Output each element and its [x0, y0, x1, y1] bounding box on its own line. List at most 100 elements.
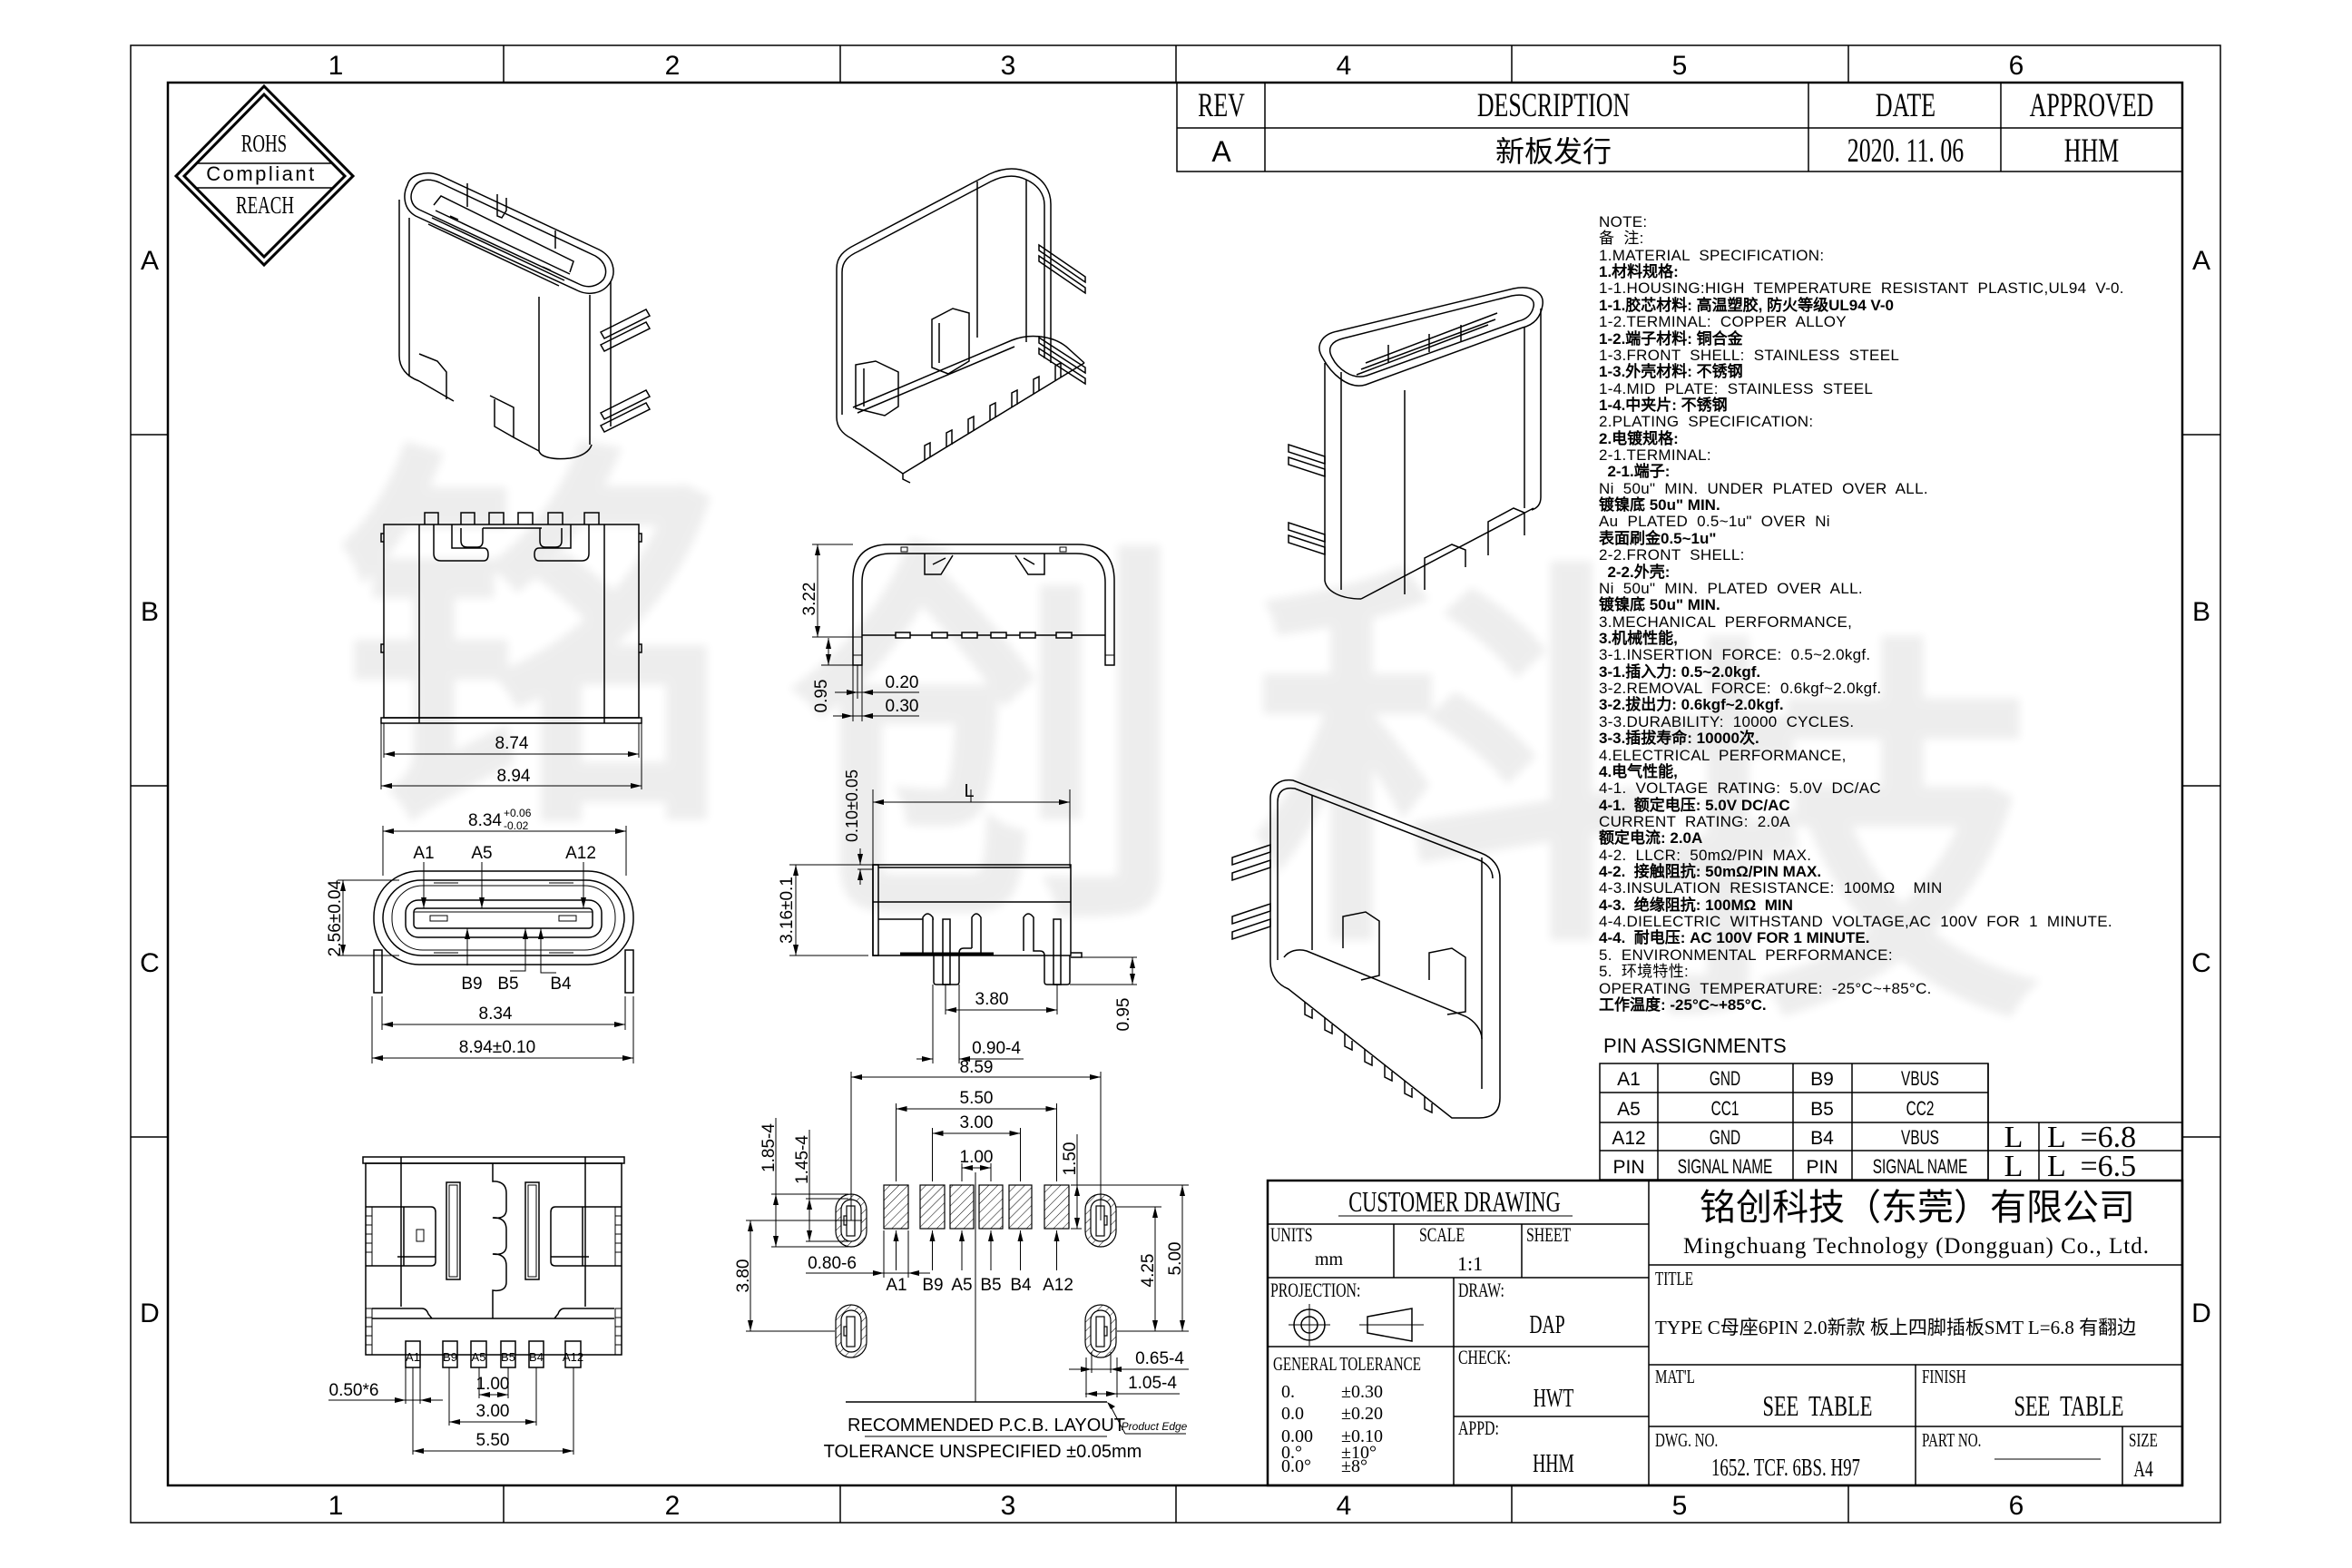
compliant-label: Compliant — [206, 162, 317, 185]
draw-value: DAP — [1529, 1311, 1564, 1339]
pad-label: A5 — [951, 1276, 972, 1295]
note-line: 2.PLATING SPECIFICATION: — [1599, 413, 1814, 431]
dim-inner-width: 8.74 — [495, 734, 529, 753]
pin-label-a5: A5 — [471, 844, 492, 863]
bottom-view: A1 B9 A5 B5 B4 A12 0.50*6 1.00 3.00 5.50 — [328, 1156, 625, 1455]
description-header: DESCRIPTION — [1477, 87, 1630, 124]
scale-value: 1:1 — [1457, 1252, 1483, 1275]
pin-table-title: PIN ASSIGNMENTS — [1603, 1034, 1787, 1057]
note-line: 2-1.TERMINAL: — [1599, 446, 1711, 465]
finish-value: SEE TABLE — [2014, 1389, 2124, 1422]
note-line: Au PLATED 0.5~1u" OVER Ni — [1599, 513, 1830, 531]
part-no-label: PART NO. — [1922, 1430, 1981, 1451]
note-line: 2-2.外壳: — [1599, 563, 1671, 581]
note-line: 3-2.拔出力: 0.6kgf~2.0kgf. — [1599, 696, 1784, 714]
note-line: 4-3. 绝缘阻抗: 100MΩ MIN — [1599, 896, 1793, 914]
dim-overall-pitch: 8.59 — [960, 1058, 994, 1077]
appd-label: APPD: — [1458, 1418, 1499, 1440]
tolerance-value: ±0.20 — [1341, 1404, 1383, 1424]
note-line: 3.机械性能, — [1599, 629, 1678, 647]
note-line: OPERATING TEMPERATURE: -25°C~+85°C. — [1599, 979, 1932, 997]
note-line: 4-1. VOLTAGE RATING: 5.0V DC/AC — [1599, 779, 1881, 798]
dim-leg-width: 0.90-4 — [972, 1039, 1021, 1058]
signal-header: SIGNAL NAME — [1678, 1156, 1773, 1178]
sheet-label: SHEET — [1526, 1225, 1571, 1247]
pcb-pad — [1044, 1184, 1070, 1230]
note-line: 3-3.DURABILITY: 10000 CYCLES. — [1599, 712, 1855, 730]
pad-label: B9 — [922, 1276, 943, 1295]
dim-slot-outer-width: 1.05-4 — [1128, 1374, 1177, 1393]
pad-label: B5 — [980, 1276, 1001, 1295]
note-line: 1-3.外壳材料: 不锈钢 — [1599, 363, 1743, 381]
tolerance-format: 0.0° — [1281, 1456, 1311, 1476]
drawing-type: CUSTOMER DRAWING — [1348, 1185, 1561, 1218]
dim-body-height: 3.16±0.1 — [778, 877, 797, 944]
date-header: DATE — [1876, 87, 1936, 124]
zone-row-label: A — [141, 246, 159, 276]
dim-shell-width: 8.34 — [468, 811, 502, 830]
pin-cell: B9 — [1810, 1069, 1834, 1090]
approved-value: HHM — [2064, 132, 2119, 170]
title-label: TITLE — [1655, 1269, 1693, 1289]
pad-label: A1 — [886, 1276, 906, 1295]
pin-cell: B4 — [1810, 1128, 1834, 1149]
note-line: 工作温度: -25°C~+85°C. — [1599, 995, 1767, 1014]
pcb-pad — [919, 1184, 946, 1230]
dim-shell-width-tol-minus: -0.02 — [504, 819, 529, 832]
note-line: 4-1. 额定电压: 5.0V DC/AC — [1599, 796, 1790, 814]
dim-slot-outer-length: 1.85-4 — [760, 1123, 779, 1172]
dim-center-pad-pitch: 1.00 — [960, 1148, 994, 1167]
reach-label: REACH — [236, 192, 294, 220]
pin-label: B9 — [443, 1350, 457, 1364]
note-line: 1-4.中夹片: 不锈钢 — [1599, 396, 1728, 414]
pin-label-b9: B9 — [461, 975, 482, 994]
appd-value: HHM — [1533, 1450, 1574, 1478]
pcb-pad — [949, 1184, 975, 1230]
dim-shell-width-tol-plus: +0.06 — [504, 807, 532, 819]
pin-label-b4: B4 — [550, 975, 572, 994]
dim-leg-depth: 0.95 — [1114, 998, 1133, 1032]
watermark-char: 技 — [1642, 607, 2042, 1072]
pad-label: A12 — [1043, 1276, 1073, 1295]
draw-label: DRAW: — [1458, 1280, 1504, 1302]
zone-column-label: 5 — [1672, 1491, 1688, 1521]
pin-label: B4 — [529, 1350, 544, 1364]
zone-column-label: 5 — [1672, 51, 1688, 81]
note-line: 2-1.端子: — [1599, 463, 1671, 481]
dim-outer-pad-pitch: 5.50 — [960, 1089, 994, 1108]
tolerance-value: ±10° — [1341, 1443, 1377, 1463]
note-line: 5. ENVIRONMENTAL PERFORMANCE: — [1599, 946, 1893, 964]
pin-label-b5: B5 — [497, 975, 518, 994]
zone-column-label: 1 — [328, 51, 344, 81]
note-line: 3.MECHANICAL PERFORMANCE, — [1599, 612, 1853, 631]
dwg-no-value: 1652. TCF. 6BS. H97 — [1711, 1455, 1860, 1482]
note-line: Ni 50u" MIN. PLATED OVER ALL. — [1599, 579, 1863, 597]
note-line: 3-1.插入力: 0.5~2.0kgf. — [1599, 662, 1761, 681]
shell-section-view: 3.22 0.95 0.20 0.30 — [800, 544, 1115, 721]
dim-pin-width: 0.50*6 — [329, 1381, 379, 1400]
note-line: 镀镍底 50u" MIN. — [1599, 596, 1720, 614]
mating-face-view: 8.34 +0.06 -0.02 A1 A5 A12 B9 B5 B4 2.56… — [326, 807, 634, 1063]
front-view: 8.74 8.94 — [380, 512, 642, 789]
note-line: 1-2.端子材料: 铜合金 — [1599, 329, 1743, 348]
units-label: UNITS — [1270, 1225, 1313, 1247]
note-line: 备 注: — [1599, 230, 1644, 248]
company-name-en: Mingchuang Technology (Dongguan) Co., Lt… — [1683, 1234, 2150, 1259]
product-edge-label: Product Edge — [1122, 1420, 1188, 1433]
dim-pad-length: 1.50 — [1061, 1142, 1080, 1176]
scale-label: SCALE — [1419, 1225, 1465, 1247]
dim-inner-pitch: 3.00 — [476, 1402, 510, 1421]
note-line: 1.材料规格: — [1599, 263, 1679, 281]
tolerance-value: ±0.10 — [1341, 1426, 1383, 1446]
finish-label: FINISH — [1922, 1367, 1966, 1387]
pcb-slot-hole — [835, 1304, 867, 1358]
units-value: mm — [1315, 1250, 1344, 1269]
dim-outer-pitch: 5.50 — [476, 1431, 510, 1450]
general-tolerance-label: GENERAL TOLERANCE — [1273, 1354, 1421, 1375]
dwg-no-label: DWG. NO. — [1655, 1430, 1718, 1451]
note-line: NOTE: — [1599, 213, 1648, 230]
side-view: L 0.10±0.05 3.16±0.1 3.80 0.95 0.90-4 — [778, 769, 1137, 1063]
isometric-view-top — [1288, 287, 1544, 600]
size-label: SIZE — [2129, 1430, 2158, 1451]
zone-column-label: 6 — [2009, 51, 2024, 81]
